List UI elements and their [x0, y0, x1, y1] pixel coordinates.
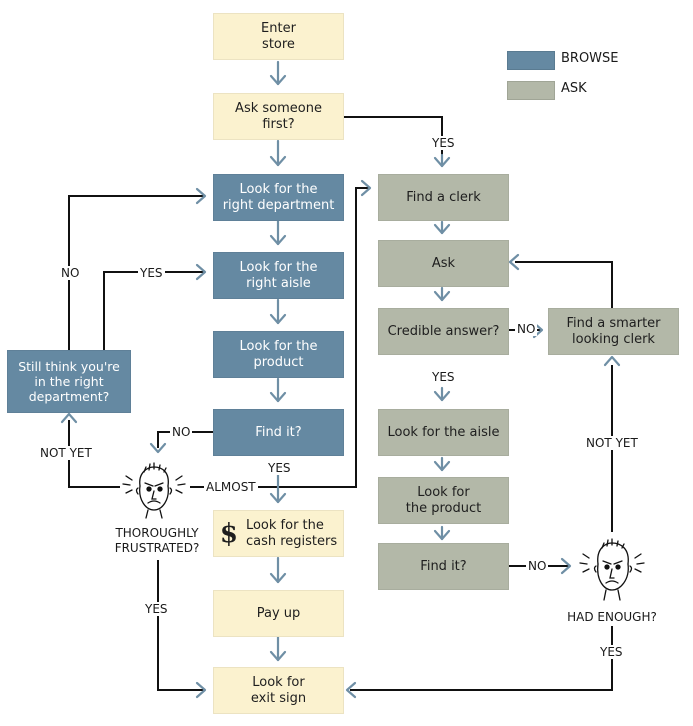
node-look-exit: Look for exit sign	[213, 667, 344, 714]
arrow-clerk-ask	[433, 220, 451, 235]
connector-had-yes	[350, 626, 613, 691]
connector-still-yes	[103, 271, 205, 350]
node-look-product-ask: Look for the product	[378, 477, 509, 524]
arrow-dept-aisle	[269, 219, 287, 246]
label-no-find-ask: NO	[526, 559, 549, 573]
node-find-it-ask: Find it?	[378, 543, 509, 590]
label-not-yet-left: NOT YET	[38, 446, 94, 460]
arrow-no-face	[560, 557, 572, 575]
legend-browse-label: BROWSE	[561, 51, 619, 66]
arrow-smarter-ask	[508, 253, 520, 271]
arrow-yes-clerk	[433, 153, 451, 168]
connector-almost	[190, 187, 370, 488]
arrow-no-dept	[195, 187, 207, 205]
label-no-find: NO	[170, 425, 193, 439]
node-pay-up: Pay up	[213, 590, 344, 637]
node-credible-answer: Credible answer?	[378, 308, 509, 355]
node-still-think: Still think you're in the right departme…	[7, 350, 131, 413]
arrow-aisle-product	[269, 298, 287, 325]
node-ask-someone-first: Ask someone first?	[213, 93, 344, 140]
arrow-enter-ask	[269, 60, 287, 86]
label-yes-credible: YES	[430, 370, 457, 384]
arrow-aisle-product-ask	[433, 456, 451, 472]
arrow-product-find	[269, 377, 287, 403]
dollar-icon: $	[219, 518, 238, 549]
label-almost: ALMOST	[204, 480, 258, 494]
label-yes-enough: YES	[598, 645, 625, 659]
arrow-notyet-smarter	[603, 355, 621, 367]
label-no-left: NO	[59, 266, 82, 280]
node-look-aisle: Look for the right aisle	[213, 252, 344, 299]
legend-browse-swatch	[507, 51, 555, 70]
arrow-credible-yes	[433, 386, 451, 402]
label-yes-frustrated: YES	[143, 602, 170, 616]
arrow-no-frustrated	[149, 442, 167, 454]
arrow-yes-aisle	[195, 263, 207, 281]
connector-still-no	[68, 195, 205, 350]
connector-frustrated-yes	[157, 560, 205, 691]
node-find-it-browse: Find it?	[213, 409, 344, 456]
arrow-ask-dept	[269, 139, 287, 167]
node-look-cash-registers: $ Look for the cash registers	[213, 510, 344, 557]
legend-ask-swatch	[507, 81, 555, 100]
arrow-frustrated-exit	[195, 681, 207, 699]
connector-ask-yes	[344, 116, 443, 163]
connector-find-no	[157, 431, 213, 448]
connector-not-yet	[68, 420, 120, 488]
caption-thoroughly-frustrated: THOROUGHLY FRUSTRATED?	[114, 526, 200, 555]
arrow-pay-exit	[269, 635, 287, 662]
had-enough-face-icon	[579, 538, 645, 601]
arrow-had-exit	[345, 681, 357, 699]
caption-had-enough: HAD ENOUGH?	[567, 610, 657, 624]
node-ask: Ask	[378, 240, 509, 287]
node-look-product: Look for the product	[213, 331, 344, 378]
arrow-cash-pay	[269, 556, 287, 584]
arrow-find-cash	[269, 472, 287, 504]
node-find-clerk: Find a clerk	[378, 174, 509, 221]
legend-ask-label: ASK	[561, 81, 587, 96]
connector-smarter-ask	[515, 261, 613, 308]
label-no-credible: NO	[515, 322, 538, 336]
label-not-yet-right: NOT YET	[584, 436, 640, 450]
arrow-almost-clerk	[360, 179, 372, 197]
frustrated-face-icon	[122, 462, 186, 519]
node-enter-store: Enter store	[213, 13, 344, 60]
node-look-department: Look for the right department	[213, 174, 344, 221]
label-yes-left: YES	[138, 266, 165, 280]
label-yes-ask: YES	[430, 136, 457, 150]
arrow-ask-credible	[433, 286, 451, 302]
label-yes-find: YES	[266, 461, 293, 475]
node-smarter-clerk: Find a smarter looking clerk	[548, 308, 679, 355]
node-look-aisle-ask: Look for the aisle	[378, 409, 509, 456]
arrow-notyet-still	[60, 412, 78, 424]
arrow-product-find-ask	[433, 525, 451, 541]
